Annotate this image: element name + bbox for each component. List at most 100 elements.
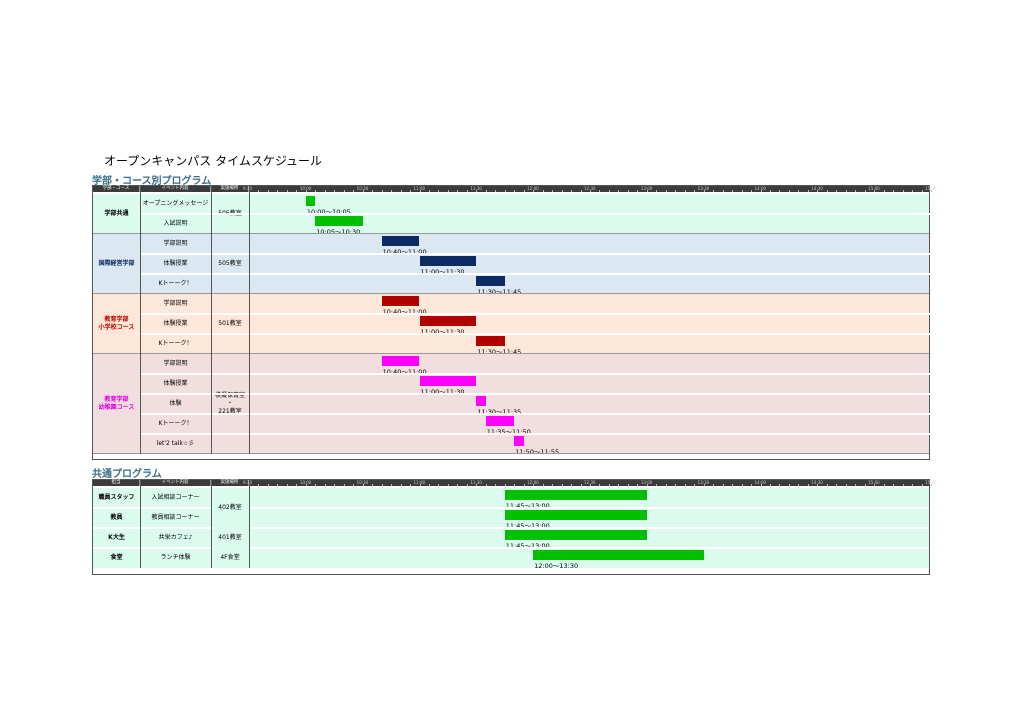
time-tick-mark bbox=[476, 484, 478, 486]
time-tick-mark bbox=[495, 484, 497, 486]
event-cell: 共栄カフェ♪ bbox=[158, 534, 193, 541]
time-tick-mark bbox=[855, 190, 857, 192]
time-tick-mark bbox=[902, 190, 904, 192]
row-divider bbox=[140, 213, 931, 215]
time-tick-mark bbox=[845, 484, 847, 486]
time-tick-mark bbox=[608, 484, 610, 486]
time-tick-mark bbox=[353, 190, 355, 192]
time-tick-mark bbox=[722, 190, 724, 192]
time-tick-mark bbox=[912, 484, 914, 486]
time-tick-label: 15:00 bbox=[868, 480, 880, 485]
row-divider bbox=[140, 433, 931, 435]
header-cell: 学部・コース bbox=[93, 186, 140, 192]
time-range-label: 10:00～10:05 bbox=[306, 208, 351, 216]
time-tick-mark bbox=[315, 484, 317, 486]
time-tick-mark bbox=[656, 484, 658, 486]
time-tick-mark bbox=[788, 484, 790, 486]
time-tick-mark bbox=[400, 190, 402, 192]
time-tick-mark bbox=[372, 484, 374, 486]
column-divider bbox=[249, 186, 250, 454]
time-tick-mark bbox=[732, 190, 734, 192]
schedule-bar bbox=[476, 336, 505, 346]
time-tick-mark bbox=[286, 484, 288, 486]
time-tick-mark bbox=[675, 484, 677, 486]
header-cell: イベント内容 bbox=[140, 186, 211, 192]
time-tick-mark bbox=[751, 190, 753, 192]
time-tick-mark bbox=[874, 484, 876, 486]
time-tick-mark bbox=[514, 190, 516, 192]
time-tick-label: 13:00 bbox=[640, 480, 653, 485]
time-tick-mark bbox=[561, 484, 563, 486]
schedule-bar bbox=[485, 416, 515, 426]
time-tick-mark bbox=[713, 484, 715, 486]
group-band bbox=[93, 354, 929, 454]
event-cell: Kトーーク！ bbox=[158, 280, 193, 287]
time-tick-mark bbox=[769, 190, 771, 192]
event-cell: 教員相談コーナー bbox=[151, 514, 200, 521]
time-tick-mark bbox=[637, 484, 639, 486]
time-tick-mark bbox=[845, 190, 847, 192]
row-divider bbox=[140, 413, 931, 415]
time-tick-mark bbox=[732, 484, 734, 486]
section-title-common: 共通プログラム bbox=[92, 469, 162, 480]
time-tick-label: 13:30 bbox=[697, 186, 710, 191]
time-tick-label: 11:30 bbox=[470, 186, 482, 191]
time-tick-label: 12:30 bbox=[584, 480, 596, 485]
time-tick-mark bbox=[627, 484, 629, 486]
time-tick-label: 14:30 bbox=[811, 480, 823, 485]
time-tick-mark bbox=[590, 484, 591, 486]
row-divider bbox=[93, 547, 929, 549]
time-tick-mark bbox=[391, 190, 393, 192]
row-divider bbox=[93, 527, 929, 529]
owner-cell: 職員スタッフ bbox=[98, 494, 135, 501]
time-tick-mark bbox=[627, 190, 629, 192]
time-tick-mark bbox=[343, 484, 345, 486]
time-tick-mark bbox=[334, 484, 336, 486]
time-tick-mark bbox=[428, 484, 430, 486]
time-tick-mark bbox=[637, 190, 639, 192]
schedule-bar bbox=[381, 236, 420, 246]
time-tick-mark bbox=[874, 190, 876, 192]
time-tick-mark bbox=[921, 484, 923, 486]
time-tick-mark bbox=[419, 484, 421, 486]
time-tick-mark bbox=[267, 484, 269, 486]
time-tick-mark bbox=[542, 484, 544, 486]
group-name: 教育学部 幼稚園コース bbox=[98, 396, 135, 411]
group-band bbox=[93, 234, 929, 294]
time-tick-mark bbox=[893, 484, 895, 486]
time-tick-mark bbox=[665, 484, 667, 486]
time-tick-mark bbox=[533, 484, 535, 486]
group-divider bbox=[93, 233, 929, 234]
group-name: 国際経営学部 bbox=[98, 260, 135, 267]
column-divider bbox=[140, 480, 141, 568]
time-tick-mark bbox=[931, 190, 932, 192]
time-tick-mark bbox=[391, 484, 393, 486]
section-title-faculty: 学部・コース別プログラム bbox=[92, 176, 212, 187]
time-range-label: 11:45～13:00 bbox=[505, 502, 550, 510]
time-tick-label: 10:30 bbox=[356, 186, 369, 191]
time-tick-mark bbox=[817, 484, 819, 486]
time-tick-mark bbox=[618, 484, 620, 486]
event-cell: 入試説明 bbox=[163, 220, 188, 227]
event-cell: オープニングメッセージ bbox=[142, 200, 209, 207]
time-tick-label: 10:30 bbox=[356, 480, 369, 485]
time-tick-mark bbox=[769, 484, 771, 486]
time-range-label: 11:45～13:00 bbox=[505, 542, 550, 550]
time-tick-label: 15:30 bbox=[925, 186, 937, 191]
time-tick-mark bbox=[590, 190, 591, 192]
row-divider bbox=[140, 393, 931, 395]
time-tick-mark bbox=[324, 190, 326, 192]
time-tick-mark bbox=[864, 484, 866, 486]
row-divider bbox=[140, 313, 931, 315]
time-tick-mark bbox=[485, 484, 487, 486]
event-cell: 体験授業 bbox=[163, 260, 188, 267]
time-tick-mark bbox=[741, 190, 743, 192]
time-tick-label: 10:00 bbox=[299, 480, 312, 485]
time-tick-mark bbox=[580, 484, 582, 486]
time-tick-mark bbox=[760, 190, 762, 192]
time-tick-mark bbox=[277, 190, 279, 192]
group-divider bbox=[93, 293, 929, 294]
event-cell: 体験授業 bbox=[163, 320, 188, 327]
time-tick-mark bbox=[760, 484, 762, 486]
